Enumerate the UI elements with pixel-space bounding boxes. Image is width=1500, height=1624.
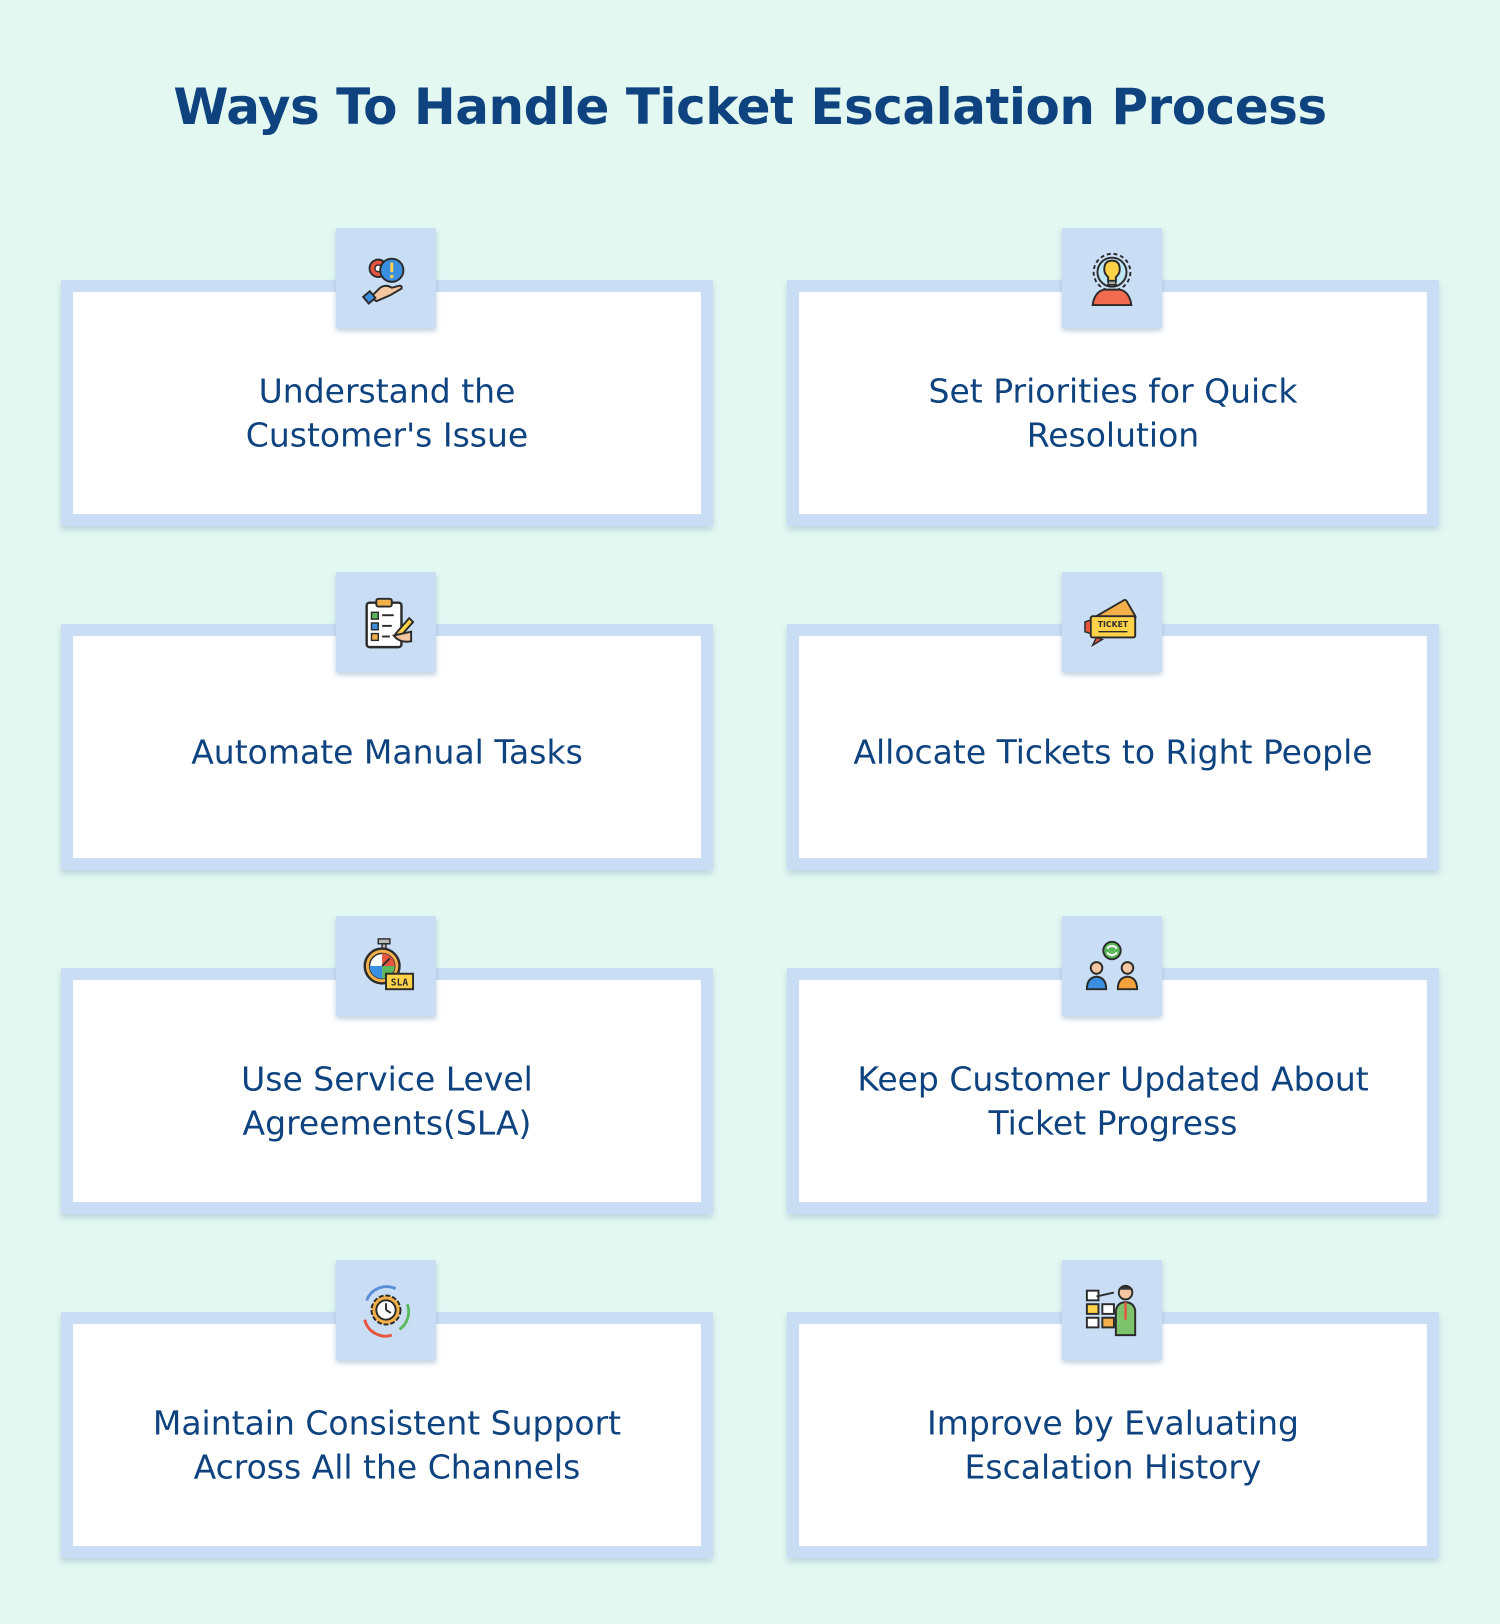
card-label: Keep Customer Updated About Ticket Progr…	[857, 1059, 1369, 1143]
lightbulb-gear-person-icon	[1062, 228, 1162, 328]
card-label: Use Service Level Agreements(SLA)	[241, 1059, 533, 1143]
card-label: Maintain Consistent Support Across All t…	[152, 1403, 622, 1487]
clock-gear-cycle-icon	[336, 1260, 436, 1360]
presenter-board-icon	[1062, 1260, 1162, 1360]
clipboard-checklist-icon	[336, 572, 436, 672]
card-label: Allocate Tickets to Right People	[853, 732, 1373, 772]
two-people-sync-icon	[1062, 916, 1162, 1016]
sla-icon-label: SLA	[391, 977, 409, 988]
ticket-icon-label: TICKET	[1098, 620, 1129, 629]
card-label: Set Priorities for Quick Resolution	[928, 371, 1298, 455]
stopwatch-sla-icon: SLA	[336, 916, 436, 1016]
card-label: Automate Manual Tasks	[191, 732, 583, 772]
card-label: Understand the Customer's Issue	[245, 371, 529, 455]
gear-alert-hand-icon	[336, 228, 436, 328]
card-label: Improve by Evaluating Escalation History	[926, 1403, 1300, 1487]
page-title: Ways To Handle Ticket Escalation Process	[173, 78, 1327, 136]
ticket-icon: TICKET	[1062, 572, 1162, 672]
